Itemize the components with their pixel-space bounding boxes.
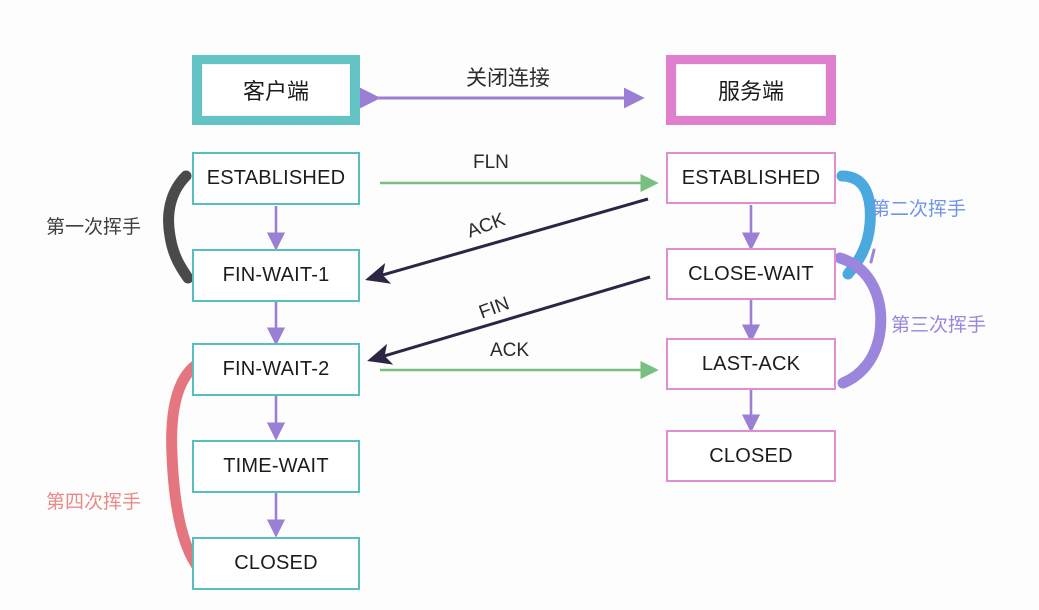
brace-first-handshake	[163, 170, 194, 284]
message-label-fin: FIN	[476, 293, 513, 324]
client-state-fin-wait-2[interactable]: FIN-WAIT-2	[192, 343, 360, 396]
message-label-fln: FLN	[473, 152, 509, 173]
client-state-closed[interactable]: CLOSED	[192, 537, 360, 590]
message-label-ack-2: ACK	[490, 340, 530, 361]
close-connection-label: 关闭连接	[466, 67, 550, 90]
tick-mark	[869, 248, 876, 264]
server-state-closed[interactable]: CLOSED	[666, 430, 836, 482]
brace-second-handshake	[836, 170, 876, 280]
client-state-established-label: ESTABLISHED	[206, 167, 346, 189]
client-header-label: 客户端	[202, 64, 350, 116]
client-state-time-wait-label: TIME-WAIT	[223, 455, 329, 477]
annotation-third-handshake: 第三次挥手	[891, 315, 987, 336]
client-state-established[interactable]: ESTABLISHED	[192, 152, 360, 205]
server-state-last-ack-label: LAST-ACK	[701, 352, 801, 375]
annotation-first-handshake: 第一次挥手	[46, 217, 142, 238]
client-state-closed-label: CLOSED	[234, 552, 318, 574]
server-state-close-wait-label: CLOSE-WAIT	[688, 262, 814, 285]
message-label-ack-1: ACK	[464, 209, 509, 243]
message-arrow-ack-1	[365, 197, 649, 284]
server-state-closed-label: CLOSED	[709, 444, 793, 467]
server-state-last-ack[interactable]: LAST-ACK	[666, 338, 836, 390]
client-state-time-wait[interactable]: TIME-WAIT	[192, 440, 360, 493]
client-state-fin-wait-1[interactable]: FIN-WAIT-1	[192, 249, 360, 302]
annotation-fourth-handshake: 第四次挥手	[46, 492, 142, 513]
brace-third-handshake	[834, 252, 887, 389]
server-state-close-wait[interactable]: CLOSE-WAIT	[666, 248, 836, 300]
server-header-box: 服务端	[666, 55, 836, 125]
server-state-established[interactable]: ESTABLISHED	[666, 152, 836, 204]
client-state-fin-wait-2-label: FIN-WAIT-2	[222, 358, 330, 380]
annotation-second-handshake: 第二次挥手	[871, 199, 967, 220]
server-header-label: 服务端	[676, 64, 826, 116]
server-state-established-label: ESTABLISHED	[681, 166, 821, 189]
client-header-box: 客户端	[192, 55, 360, 125]
client-state-fin-wait-1-label: FIN-WAIT-1	[222, 264, 330, 286]
